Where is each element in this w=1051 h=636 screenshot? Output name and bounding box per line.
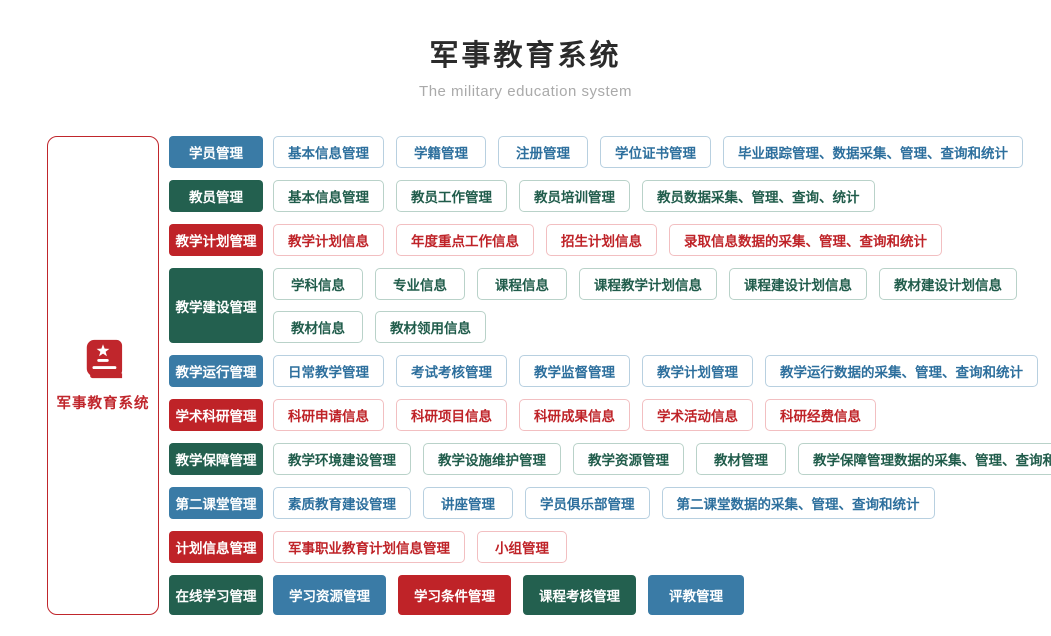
item-button[interactable]: 科研项目信息 <box>396 399 507 431</box>
diagram: 军事教育系统 学员管理基本信息管理学籍管理注册管理学位证书管理毕业跟踪管理、数据… <box>47 136 1051 615</box>
page-title: 军事教育系统 <box>429 40 622 72</box>
item-button[interactable]: 素质教育建设管理 <box>273 487 411 519</box>
row-5: 教学运行管理日常教学管理考试考核管理教学监督管理教学计划管理教学运行数据的采集、… <box>169 355 1051 387</box>
item-line: 基本信息管理学籍管理注册管理学位证书管理毕业跟踪管理、数据采集、管理、查询和统计 <box>273 136 1023 168</box>
row-items: 基本信息管理学籍管理注册管理学位证书管理毕业跟踪管理、数据采集、管理、查询和统计 <box>273 136 1023 168</box>
row-10: 在线学习管理学习资源管理学习条件管理课程考核管理评教管理 <box>169 575 1051 615</box>
item-button[interactable]: 第二课堂数据的采集、管理、查询和统计 <box>661 487 935 519</box>
row-1: 学员管理基本信息管理学籍管理注册管理学位证书管理毕业跟踪管理、数据采集、管理、查… <box>169 136 1051 168</box>
item-button[interactable]: 课程考核管理 <box>523 575 636 615</box>
category-button[interactable]: 教学保障管理 <box>169 443 263 475</box>
row-items: 教学计划信息年度重点工作信息招生计划信息录取信息数据的采集、管理、查询和统计 <box>273 224 942 256</box>
item-button[interactable]: 教材领用信息 <box>375 311 486 343</box>
item-button[interactable]: 教学资源管理 <box>573 443 684 475</box>
category-button[interactable]: 在线学习管理 <box>169 575 263 615</box>
row-items: 学习资源管理学习条件管理课程考核管理评教管理 <box>273 575 744 615</box>
row-8: 第二课堂管理素质教育建设管理讲座管理学员俱乐部管理第二课堂数据的采集、管理、查询… <box>169 487 1051 519</box>
item-button[interactable]: 教材信息 <box>273 311 363 343</box>
system-root-node[interactable]: 军事教育系统 <box>47 136 159 615</box>
item-button[interactable]: 课程信息 <box>477 268 567 300</box>
item-button[interactable]: 教员工作管理 <box>396 180 507 212</box>
category-button[interactable]: 学员管理 <box>169 136 263 168</box>
row-items: 基本信息管理教员工作管理教员培训管理教员数据采集、管理、查询、统计 <box>273 180 875 212</box>
item-button[interactable]: 评教管理 <box>648 575 744 615</box>
row-2: 教员管理基本信息管理教员工作管理教员培训管理教员数据采集、管理、查询、统计 <box>169 180 1051 212</box>
item-button[interactable]: 学习资源管理 <box>273 575 386 615</box>
item-button[interactable]: 学习条件管理 <box>398 575 511 615</box>
rows: 学员管理基本信息管理学籍管理注册管理学位证书管理毕业跟踪管理、数据采集、管理、查… <box>169 136 1051 615</box>
row-items: 科研申请信息科研项目信息科研成果信息学术活动信息科研经费信息 <box>273 399 876 431</box>
item-button[interactable]: 教学环境建设管理 <box>273 443 411 475</box>
row-items: 素质教育建设管理讲座管理学员俱乐部管理第二课堂数据的采集、管理、查询和统计 <box>273 487 935 519</box>
page: 军事教育系统 The military education system 军事教… <box>0 0 1051 615</box>
item-button[interactable]: 基本信息管理 <box>273 136 384 168</box>
item-line: 日常教学管理考试考核管理教学监督管理教学计划管理教学运行数据的采集、管理、查询和… <box>273 355 1038 387</box>
item-button[interactable]: 课程教学计划信息 <box>579 268 717 300</box>
item-button[interactable]: 课程建设计划信息 <box>729 268 867 300</box>
item-button[interactable]: 科研经费信息 <box>765 399 876 431</box>
item-button[interactable]: 专业信息 <box>375 268 465 300</box>
item-button[interactable]: 教材建设计划信息 <box>879 268 1017 300</box>
category-button[interactable]: 教员管理 <box>169 180 263 212</box>
item-button[interactable]: 教学监督管理 <box>519 355 630 387</box>
header: 军事教育系统 The military education system <box>0 0 1051 100</box>
item-line: 教材信息教材领用信息 <box>273 311 1017 343</box>
item-button[interactable]: 讲座管理 <box>423 487 513 519</box>
category-button[interactable]: 教学建设管理 <box>169 268 263 343</box>
item-button[interactable]: 教学运行数据的采集、管理、查询和统计 <box>765 355 1038 387</box>
category-button[interactable]: 教学运行管理 <box>169 355 263 387</box>
book-star-icon <box>82 338 124 380</box>
item-button[interactable]: 学术活动信息 <box>642 399 753 431</box>
item-button[interactable]: 年度重点工作信息 <box>396 224 534 256</box>
system-root-label: 军事教育系统 <box>56 396 150 412</box>
item-button[interactable]: 学科信息 <box>273 268 363 300</box>
category-button[interactable]: 学术科研管理 <box>169 399 263 431</box>
item-button[interactable]: 考试考核管理 <box>396 355 507 387</box>
item-button[interactable]: 基本信息管理 <box>273 180 384 212</box>
item-line: 基本信息管理教员工作管理教员培训管理教员数据采集、管理、查询、统计 <box>273 180 875 212</box>
item-button[interactable]: 教学设施维护管理 <box>423 443 561 475</box>
item-button[interactable]: 教员培训管理 <box>519 180 630 212</box>
item-button[interactable]: 教学计划信息 <box>273 224 384 256</box>
row-items: 教学环境建设管理教学设施维护管理教学资源管理教材管理教学保障管理数据的采集、管理… <box>273 443 1051 475</box>
category-button[interactable]: 教学计划管理 <box>169 224 263 256</box>
item-button[interactable]: 小组管理 <box>477 531 567 563</box>
item-button[interactable]: 教学保障管理数据的采集、管理、查询和统计 <box>798 443 1051 475</box>
item-button[interactable]: 军事职业教育计划信息管理 <box>273 531 465 563</box>
item-button[interactable]: 科研成果信息 <box>519 399 630 431</box>
item-line: 素质教育建设管理讲座管理学员俱乐部管理第二课堂数据的采集、管理、查询和统计 <box>273 487 935 519</box>
row-6: 学术科研管理科研申请信息科研项目信息科研成果信息学术活动信息科研经费信息 <box>169 399 1051 431</box>
category-button[interactable]: 计划信息管理 <box>169 531 263 563</box>
category-button[interactable]: 第二课堂管理 <box>169 487 263 519</box>
item-button[interactable]: 学位证书管理 <box>600 136 711 168</box>
page-subtitle: The military education system <box>419 83 632 100</box>
row-items: 学科信息专业信息课程信息课程教学计划信息课程建设计划信息教材建设计划信息教材信息… <box>273 268 1017 343</box>
item-button[interactable]: 录取信息数据的采集、管理、查询和统计 <box>669 224 942 256</box>
row-3: 教学计划管理教学计划信息年度重点工作信息招生计划信息录取信息数据的采集、管理、查… <box>169 224 1051 256</box>
row-items: 日常教学管理考试考核管理教学监督管理教学计划管理教学运行数据的采集、管理、查询和… <box>273 355 1038 387</box>
item-button[interactable]: 学员俱乐部管理 <box>525 487 650 519</box>
item-line: 教学环境建设管理教学设施维护管理教学资源管理教材管理教学保障管理数据的采集、管理… <box>273 443 1051 475</box>
item-line: 教学计划信息年度重点工作信息招生计划信息录取信息数据的采集、管理、查询和统计 <box>273 224 942 256</box>
row-4: 教学建设管理学科信息专业信息课程信息课程教学计划信息课程建设计划信息教材建设计划… <box>169 268 1051 343</box>
item-button[interactable]: 教员数据采集、管理、查询、统计 <box>642 180 875 212</box>
item-button[interactable]: 注册管理 <box>498 136 588 168</box>
item-line: 科研申请信息科研项目信息科研成果信息学术活动信息科研经费信息 <box>273 399 876 431</box>
item-button[interactable]: 日常教学管理 <box>273 355 384 387</box>
item-line: 学习资源管理学习条件管理课程考核管理评教管理 <box>273 575 744 615</box>
item-line: 学科信息专业信息课程信息课程教学计划信息课程建设计划信息教材建设计划信息 <box>273 268 1017 300</box>
item-button[interactable]: 毕业跟踪管理、数据采集、管理、查询和统计 <box>723 136 1023 168</box>
row-7: 教学保障管理教学环境建设管理教学设施维护管理教学资源管理教材管理教学保障管理数据… <box>169 443 1051 475</box>
item-line: 军事职业教育计划信息管理小组管理 <box>273 531 567 563</box>
item-button[interactable]: 科研申请信息 <box>273 399 384 431</box>
item-button[interactable]: 教学计划管理 <box>642 355 753 387</box>
item-button[interactable]: 教材管理 <box>696 443 786 475</box>
row-9: 计划信息管理军事职业教育计划信息管理小组管理 <box>169 531 1051 563</box>
item-button[interactable]: 学籍管理 <box>396 136 486 168</box>
item-button[interactable]: 招生计划信息 <box>546 224 657 256</box>
row-items: 军事职业教育计划信息管理小组管理 <box>273 531 567 563</box>
